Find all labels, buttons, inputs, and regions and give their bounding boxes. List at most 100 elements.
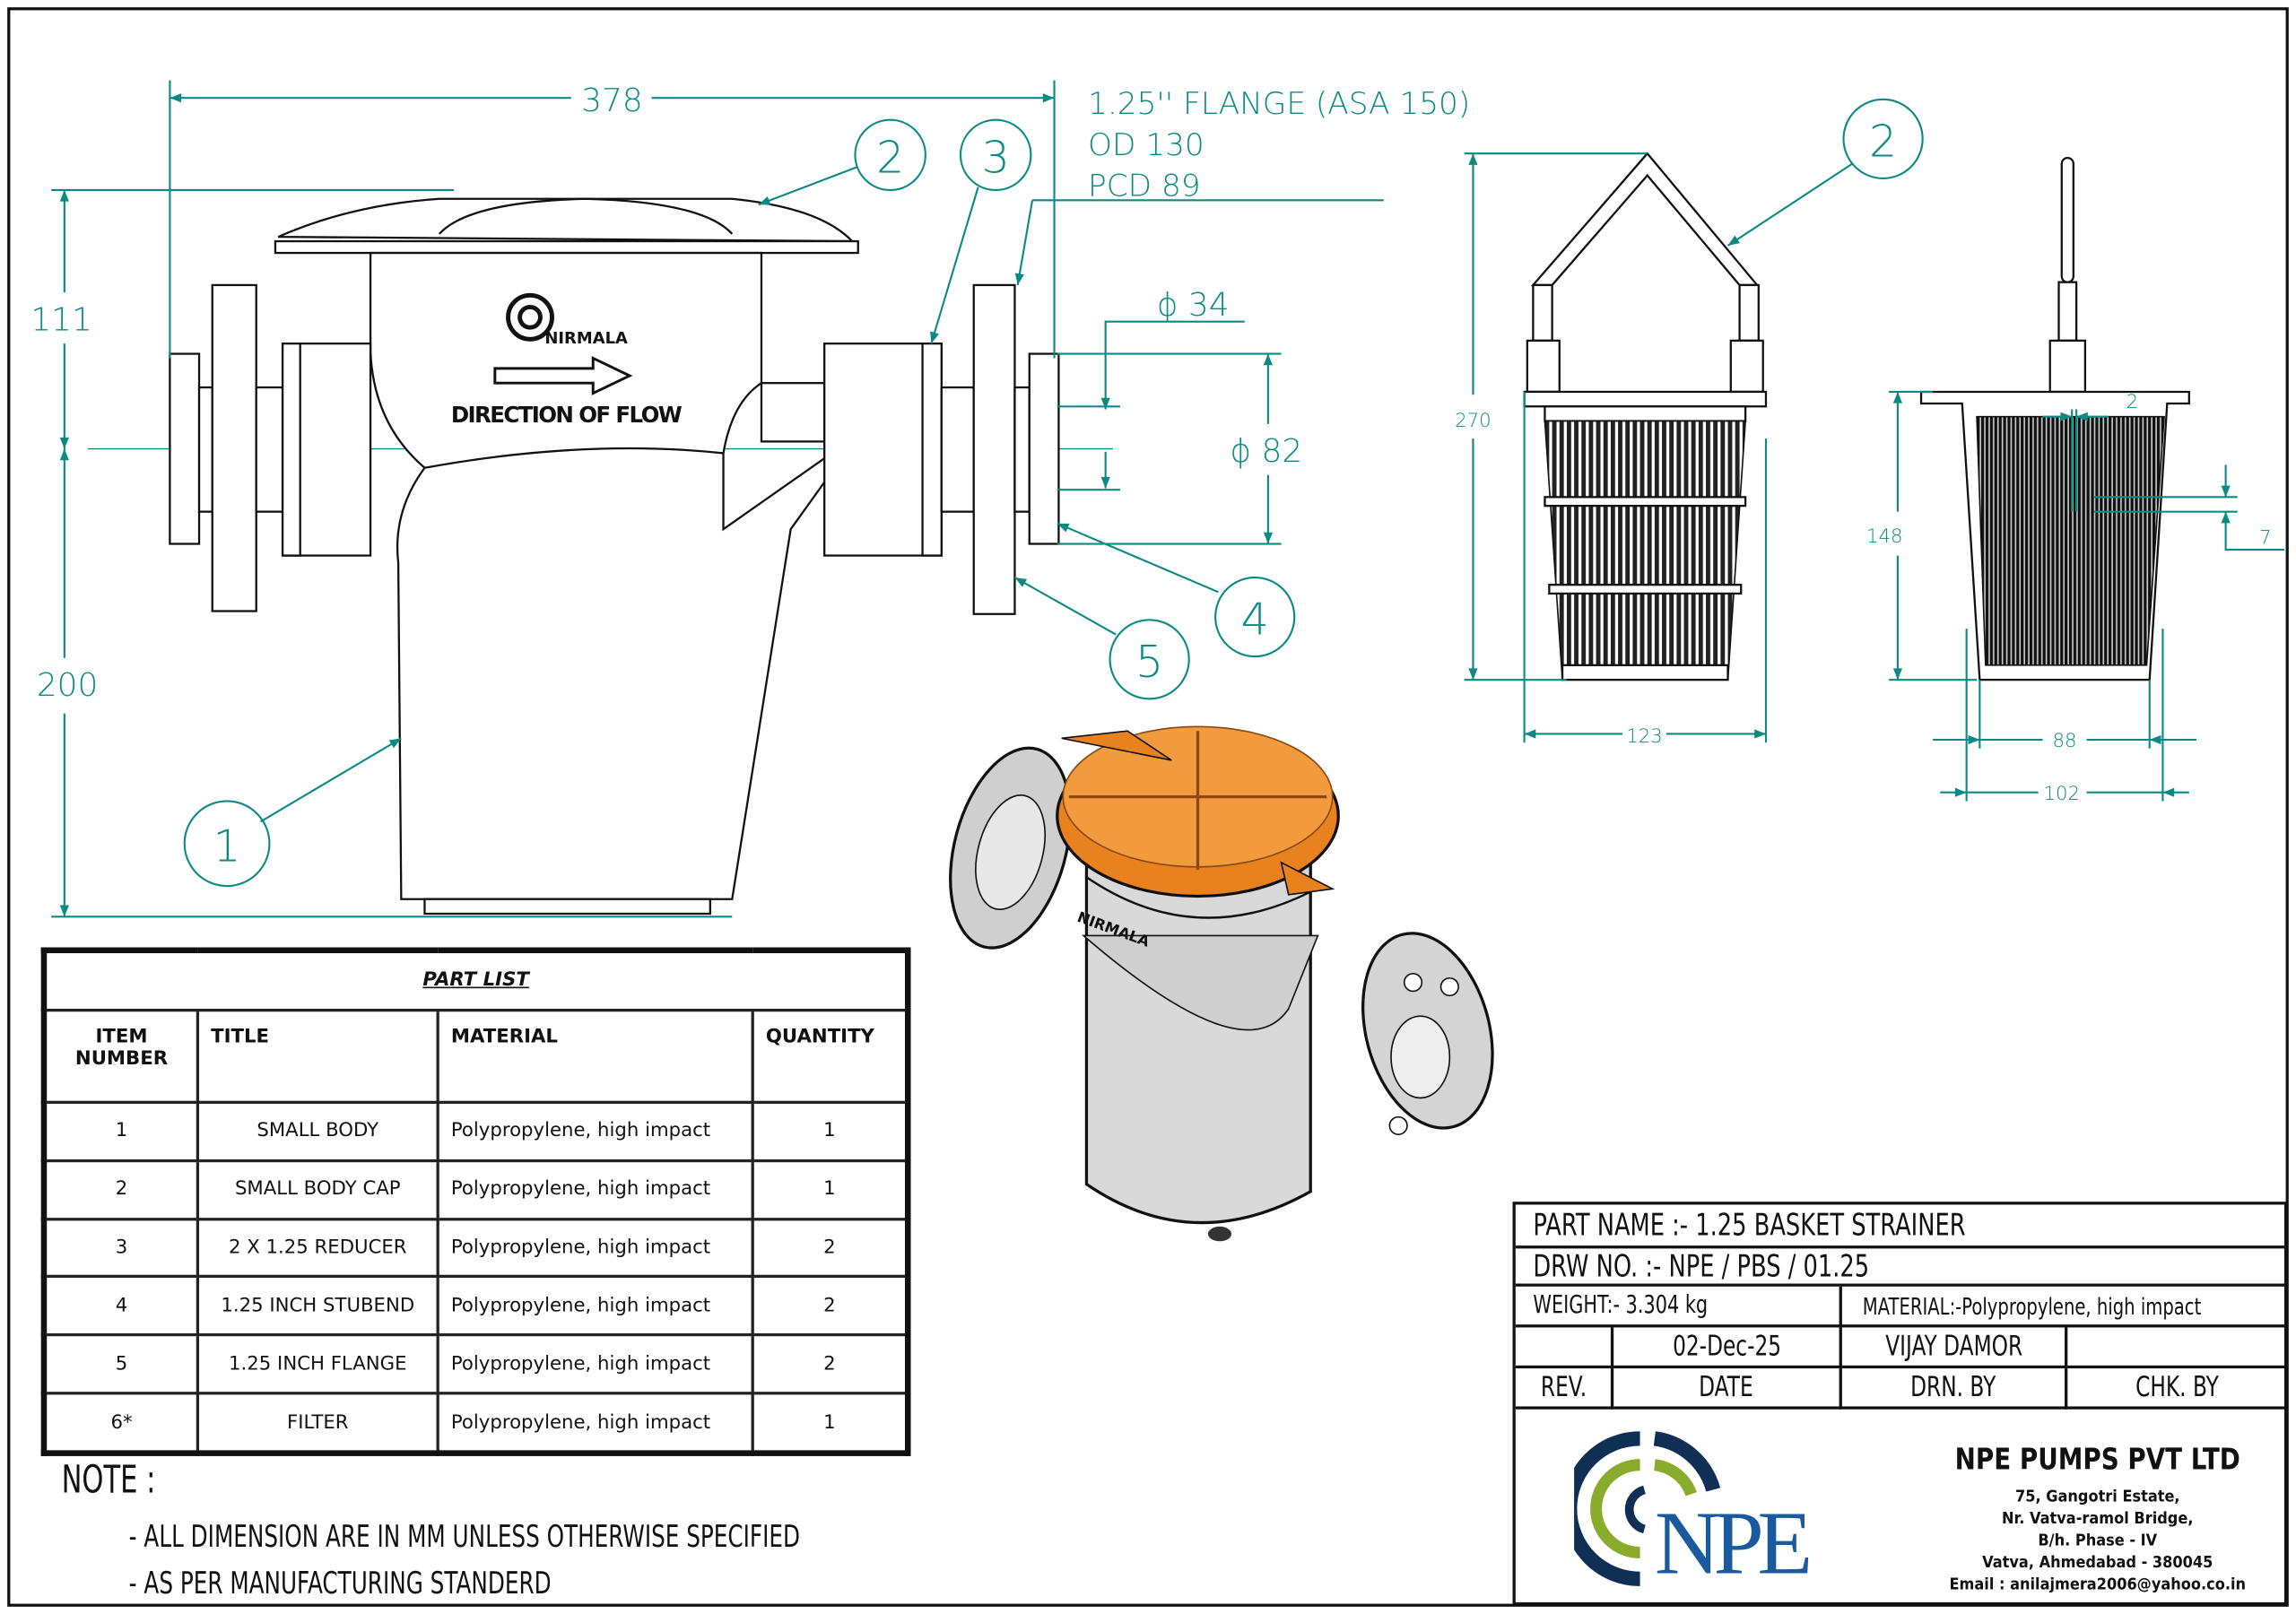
address-line: Nr. Vatva-ramol Bridge, bbox=[2002, 1508, 2194, 1528]
drawing-no-cell: DRW NO. :- NPE / PBS / 01.25 bbox=[1515, 1248, 2288, 1287]
item-cell: 1 bbox=[42, 1100, 200, 1162]
address-line: B/h. Phase - IV bbox=[2038, 1531, 2158, 1550]
date-value: 02-Dec-25 bbox=[1672, 1330, 1781, 1363]
item-cell: 4 bbox=[42, 1275, 200, 1337]
company-info: NPE PUMPS PVT LTD 75, Gangotri Estate, N… bbox=[1911, 1442, 2284, 1595]
material: MATERIAL:-Polypropylene, high impact bbox=[1862, 1291, 2202, 1320]
logo-text: NPE bbox=[1655, 1492, 1813, 1592]
header-material: MATERIAL bbox=[436, 1008, 754, 1104]
rev-value-cell bbox=[1515, 1327, 1614, 1369]
item-cell: 5 bbox=[42, 1333, 200, 1395]
dim-phi-34: ϕ 34 bbox=[1157, 287, 1230, 324]
dim-phi-82: ϕ 82 bbox=[1230, 433, 1302, 470]
date-value-cell: 02-Dec-25 bbox=[1613, 1327, 1842, 1369]
company-area: NPE NPE PUMPS PVT LTD 75, Gangotri Estat… bbox=[1516, 1410, 2287, 1605]
drawn-by-value-cell: VIJAY DAMOR bbox=[1841, 1327, 2068, 1369]
material-cell: MATERIAL:-Polypropylene, high impact bbox=[1841, 1287, 2288, 1328]
date-label-cell: DATE bbox=[1613, 1368, 1842, 1410]
checked-by-label-cell: CHK. BY bbox=[2067, 1368, 2288, 1410]
balloon-basket-2: 2 bbox=[1869, 116, 1897, 167]
dim-378: 378 bbox=[581, 82, 643, 119]
company-email: Email : anilajmera2006@yahoo.co.in bbox=[1949, 1574, 2247, 1594]
dim-270: 270 bbox=[1455, 410, 1492, 432]
balloon-3: 3 bbox=[982, 132, 1010, 183]
title-cell: 1.25 INCH FLANGE bbox=[196, 1333, 439, 1395]
sheet-border bbox=[7, 7, 2289, 1607]
item-cell: 6* bbox=[42, 1392, 200, 1455]
dim-111: 111 bbox=[30, 301, 92, 338]
material-cell: Polypropylene, high impact bbox=[436, 1392, 754, 1455]
drawing-number: DRW NO. :- NPE / PBS / 01.25 bbox=[1533, 1248, 1870, 1284]
rev-label-cell: REV. bbox=[1515, 1368, 1614, 1410]
material-cell: Polypropylene, high impact bbox=[436, 1275, 754, 1337]
part-list-table: PART LIST ITEM NUMBER TITLE MATERIAL QUA… bbox=[40, 947, 911, 1456]
header-title: TITLE bbox=[196, 1008, 439, 1104]
part-name-cell: PART NAME :- 1.25 BASKET STRAINER bbox=[1515, 1204, 2288, 1249]
material-cell: Polypropylene, high impact bbox=[436, 1100, 754, 1162]
right-flange bbox=[972, 283, 1016, 615]
part-list-title: PART LIST bbox=[42, 949, 909, 1012]
rev-label: REV. bbox=[1540, 1371, 1587, 1404]
dim-102: 102 bbox=[2044, 783, 2081, 805]
material-cell: Polypropylene, high impact bbox=[436, 1217, 754, 1279]
weight-cell: WEIGHT:- 3.304 kg bbox=[1515, 1286, 1842, 1328]
material-cell: Polypropylene, high impact bbox=[436, 1158, 754, 1220]
address-line: Vatva, Ahmedabad - 380045 bbox=[1982, 1552, 2213, 1572]
company-name: NPE PUMPS PVT LTD bbox=[1954, 1441, 2240, 1477]
dim-200: 200 bbox=[37, 667, 99, 704]
item-cell: 3 bbox=[42, 1217, 200, 1279]
title-cell: 1.25 INCH STUBEND bbox=[196, 1275, 439, 1337]
note-item: - AS PER MANUFACTURING STANDERD bbox=[128, 1566, 552, 1601]
basket-front-view: 270 123 bbox=[1455, 152, 1768, 748]
header-item-number: ITEM NUMBER bbox=[42, 1008, 200, 1104]
flange-note-line: PCD 89 bbox=[1088, 168, 1201, 204]
notes-heading: NOTE : bbox=[61, 1459, 156, 1504]
weight: WEIGHT:- 3.304 kg bbox=[1533, 1290, 1709, 1321]
qty-cell: 2 bbox=[751, 1275, 909, 1337]
date-label: DATE bbox=[1699, 1371, 1754, 1404]
title-block: PART NAME :- 1.25 BASKET STRAINER DRW NO… bbox=[1512, 1202, 2288, 1606]
title-cell: SMALL BODY bbox=[196, 1100, 439, 1162]
qty-cell: 2 bbox=[751, 1333, 909, 1395]
material-cell: Polypropylene, high impact bbox=[436, 1333, 754, 1395]
npe-logo-icon: NPE bbox=[1574, 1431, 1813, 1592]
right-stubend bbox=[1028, 352, 1060, 545]
flow-arrow-icon bbox=[493, 356, 633, 395]
balloon-2: 2 bbox=[876, 132, 904, 183]
part-name: PART NAME :- 1.25 BASKET STRAINER bbox=[1533, 1207, 1966, 1243]
qty-cell: 1 bbox=[751, 1100, 909, 1162]
dim-88: 88 bbox=[2053, 730, 2077, 752]
balloon-1: 1 bbox=[213, 820, 240, 872]
balloons: 2 3 4 5 1 2 bbox=[183, 98, 1924, 888]
body-foot bbox=[423, 898, 711, 915]
balloon-4: 4 bbox=[1241, 594, 1269, 646]
body-outline bbox=[369, 251, 836, 900]
brand-text: NIRMALA bbox=[544, 329, 628, 348]
left-flange bbox=[211, 283, 257, 612]
isometric-view: NIRMALA bbox=[949, 725, 1494, 1242]
left-stubend bbox=[169, 352, 201, 545]
flange-note-line: 1.25'' FLANGE (ASA 150) bbox=[1088, 86, 1470, 122]
balloon-5: 5 bbox=[1135, 637, 1163, 688]
flow-label: DIRECTION OF FLOW bbox=[451, 402, 683, 428]
dim-2: 2 bbox=[2126, 391, 2139, 413]
note-item: - ALL DIMENSION ARE IN MM UNLESS OTHERWI… bbox=[128, 1519, 800, 1555]
checked-by-value-cell bbox=[2067, 1327, 2288, 1369]
filter-section-view: 148 2 7 88 102 bbox=[1866, 156, 2284, 805]
header-quantity: QUANTITY bbox=[751, 1008, 909, 1104]
front-dimensions: 378 111 200 1.25'' FLANGE (ASA 150) OD 1… bbox=[30, 80, 1470, 918]
title-cell: SMALL BODY CAP bbox=[196, 1158, 439, 1220]
dim-7: 7 bbox=[2259, 527, 2272, 550]
drawn-by-label: DRN. BY bbox=[1910, 1371, 1996, 1404]
qty-cell: 1 bbox=[751, 1158, 909, 1220]
drawn-by-label-cell: DRN. BY bbox=[1841, 1368, 2068, 1410]
item-cell: 2 bbox=[42, 1158, 200, 1220]
dim-148: 148 bbox=[1866, 525, 1903, 548]
